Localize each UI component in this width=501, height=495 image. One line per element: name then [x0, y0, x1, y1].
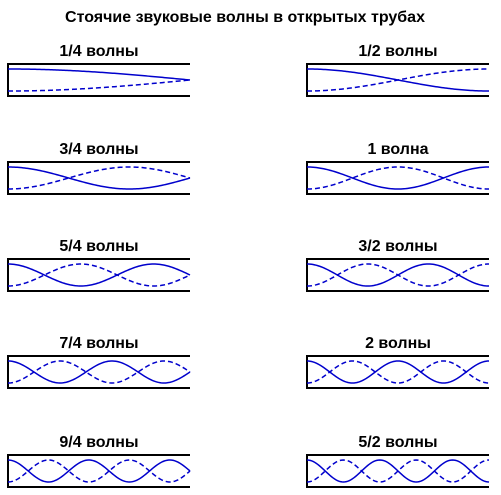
- wave-solid-curve: [7, 166, 191, 190]
- tube-1: 1/4 волны: [7, 43, 191, 97]
- tube-5: 5/4 волны: [7, 238, 191, 292]
- tube-8: 2 волны: [306, 335, 490, 389]
- tube-10: 5/2 волны: [306, 434, 490, 488]
- tube-7: 7/4 волны: [7, 335, 191, 389]
- wave-solid-curve: [7, 263, 191, 287]
- tube-label: 1/4 волны: [59, 43, 138, 60]
- wave-solid-curve: [7, 459, 191, 483]
- tube-label: 2 волны: [365, 335, 431, 352]
- tube-4: 1 волна: [306, 141, 490, 195]
- tubes-group: 1/4 волны 1/2 волны 3/4 волны 1 волна 5/4 во…: [7, 43, 490, 488]
- diagram-title: Стоячие звуковые волны в открытых трубах: [65, 9, 425, 26]
- wave-dashed-curve: [7, 166, 191, 190]
- wave-dashed-curve: [306, 360, 490, 384]
- tube-label: 9/4 волны: [59, 434, 138, 451]
- tube-label: 7/4 волны: [59, 335, 138, 352]
- wave-dashed-curve: [7, 360, 191, 384]
- wave-dashed-curve: [306, 166, 490, 190]
- tube-6: 3/2 волны: [306, 238, 490, 292]
- tube-2: 1/2 волны: [306, 43, 489, 97]
- wave-dashed-curve: [7, 459, 191, 483]
- tube-label: 3/2 волны: [358, 238, 437, 255]
- wave-dashed-curve: [306, 263, 490, 287]
- tube-label: 3/4 волны: [59, 141, 138, 158]
- wave-solid-curve: [306, 360, 490, 384]
- tube-label: 1 волна: [367, 141, 428, 158]
- tube-label: 5/4 волны: [59, 238, 138, 255]
- wave-dashed-curve: [8, 79, 191, 92]
- wave-solid-curve: [8, 68, 191, 81]
- tube-9: 9/4 волны: [7, 434, 191, 488]
- wave-dashed-curve: [307, 68, 489, 92]
- wave-solid-curve: [306, 166, 490, 190]
- wave-solid-curve: [7, 360, 191, 384]
- tube-label: 1/2 волны: [358, 43, 437, 60]
- wave-dashed-curve: [306, 459, 490, 483]
- tube-label: 5/2 волны: [358, 434, 437, 451]
- tube-3: 3/4 волны: [7, 141, 191, 195]
